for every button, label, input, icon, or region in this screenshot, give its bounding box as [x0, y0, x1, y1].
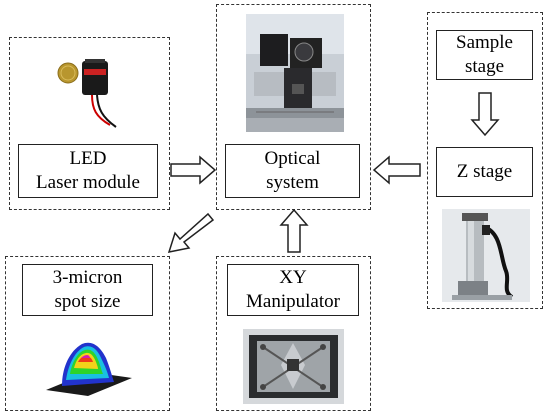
optical-label-line1: Optical [264, 148, 321, 169]
sample-label-line1: Sample [456, 32, 513, 53]
z-stage-photo [442, 209, 530, 302]
z-stage-label: Z stage [456, 161, 513, 182]
spot-label-line2: spot size [54, 291, 121, 312]
arrow-z-stage-to-optical [372, 155, 421, 185]
sample-label-line2: stage [464, 56, 505, 77]
laser-label-line1: LED [69, 148, 107, 169]
stage-group [427, 12, 543, 309]
xy-label-line1: XY [279, 267, 307, 288]
optical-system-box: Optical system [225, 144, 360, 198]
spot-size-box: 3-micron spot size [22, 264, 153, 316]
arrow-sample-to-z-stage [470, 92, 500, 137]
optical-label-line2: system [266, 172, 319, 193]
arrow-xy-to-optical [279, 208, 309, 253]
arrow-optical-to-spot [167, 212, 215, 253]
laser-label-line2: Laser module [36, 172, 140, 193]
xy-manipulator-box: XY Manipulator [227, 264, 359, 316]
laser-module-photo [52, 47, 132, 137]
arrow-laser-to-optical [170, 155, 217, 185]
optical-system-photo [246, 14, 344, 132]
xy-manipulator-group [216, 256, 371, 411]
spot-size-3d-plot [40, 330, 135, 400]
spot-label-line1: 3-micron [52, 267, 123, 288]
sample-stage-box: Sample stage [436, 30, 533, 80]
laser-module-group [9, 37, 170, 210]
xy-manipulator-photo [243, 329, 344, 404]
laser-module-box: LED Laser module [18, 144, 158, 198]
z-stage-box: Z stage [436, 147, 533, 197]
spot-size-group [5, 256, 170, 411]
xy-label-line2: Manipulator [246, 291, 340, 312]
